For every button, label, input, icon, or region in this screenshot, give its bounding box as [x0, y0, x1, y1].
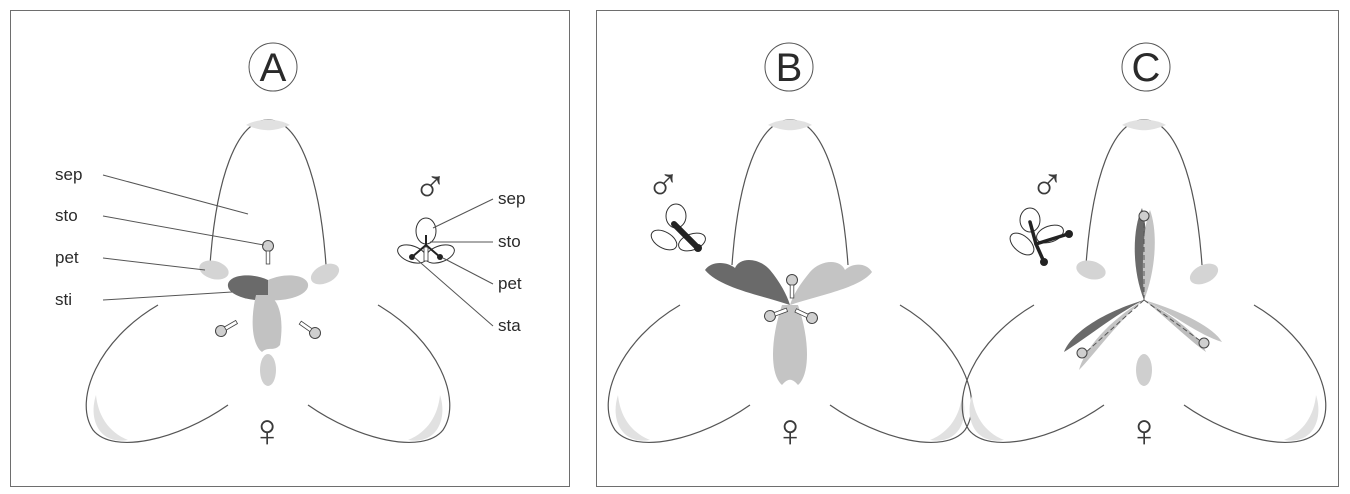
- panel-bc-frame: [597, 11, 1339, 487]
- label-sep-right: sep: [498, 189, 525, 208]
- label-sto-right: sto: [498, 232, 521, 251]
- panel-c: C ♂: [962, 43, 1326, 456]
- panel-a: A sep sto pet sti ♂: [55, 43, 525, 456]
- label-pet-left: pet: [55, 248, 79, 267]
- panel-c-letter: C: [1132, 46, 1161, 90]
- panel-c-flower: [962, 120, 1326, 443]
- panel-a-letter: A: [260, 46, 287, 90]
- male-symbol-c: ♂: [1030, 158, 1065, 210]
- female-symbol-b: ♀: [773, 404, 808, 456]
- panel-b: B ♂ ♀: [608, 43, 972, 456]
- label-sta-right: sta: [498, 316, 521, 335]
- label-sti-left: sti: [55, 290, 72, 309]
- panel-a-flower: [86, 120, 450, 443]
- female-symbol-c: ♀: [1127, 404, 1162, 456]
- label-sep-left: sep: [55, 165, 82, 184]
- male-symbol-b: ♂: [646, 158, 681, 210]
- panel-b-letter: B: [776, 46, 803, 90]
- label-pet-right: pet: [498, 274, 522, 293]
- label-sto-left: sto: [55, 206, 78, 225]
- male-symbol-a: ♂: [413, 160, 448, 212]
- male-flower-b: [648, 204, 708, 254]
- male-flower-c: [1006, 208, 1073, 266]
- female-symbol-a: ♀: [250, 404, 285, 456]
